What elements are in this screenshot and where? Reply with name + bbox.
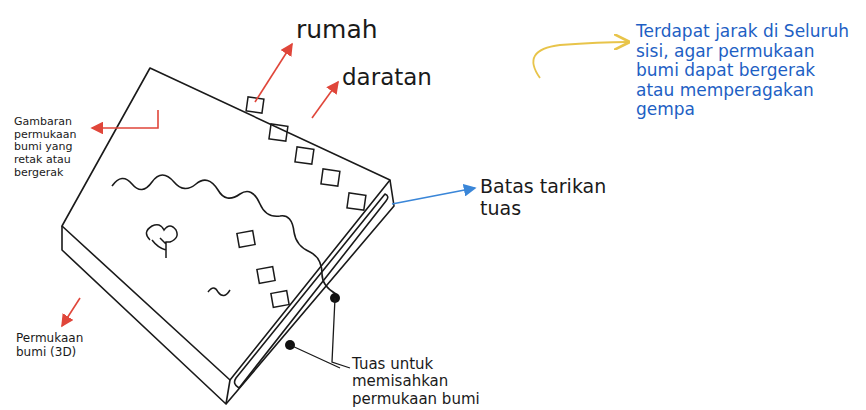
part-label: rumah bbox=[296, 16, 416, 45]
part-label: Permukaan bumi (3D) bbox=[16, 332, 106, 360]
part-label: Tuas untuk memisahkan permukaan bumi bbox=[352, 356, 522, 408]
leader-arrow bbox=[312, 82, 338, 118]
leader-line bbox=[290, 298, 350, 368]
house-symbols bbox=[237, 97, 366, 307]
earth-slab bbox=[62, 68, 394, 404]
crack-line bbox=[112, 175, 336, 294]
part-label: Gambaran permukaan bumi yang retak atau … bbox=[14, 116, 96, 179]
tree-symbol bbox=[146, 225, 177, 258]
curved-arrow bbox=[533, 42, 628, 78]
ground-squiggle bbox=[208, 288, 230, 296]
leader-arrow bbox=[62, 298, 80, 326]
leader-arrow bbox=[92, 110, 158, 128]
leader-arrow bbox=[392, 188, 475, 204]
leader-arrow bbox=[255, 44, 292, 102]
part-label: daratan bbox=[342, 64, 472, 90]
note-text: Terdapat jarak di Seluruh sisi, agar per… bbox=[636, 22, 856, 120]
part-label: Batas tarikan tuas bbox=[480, 176, 610, 220]
